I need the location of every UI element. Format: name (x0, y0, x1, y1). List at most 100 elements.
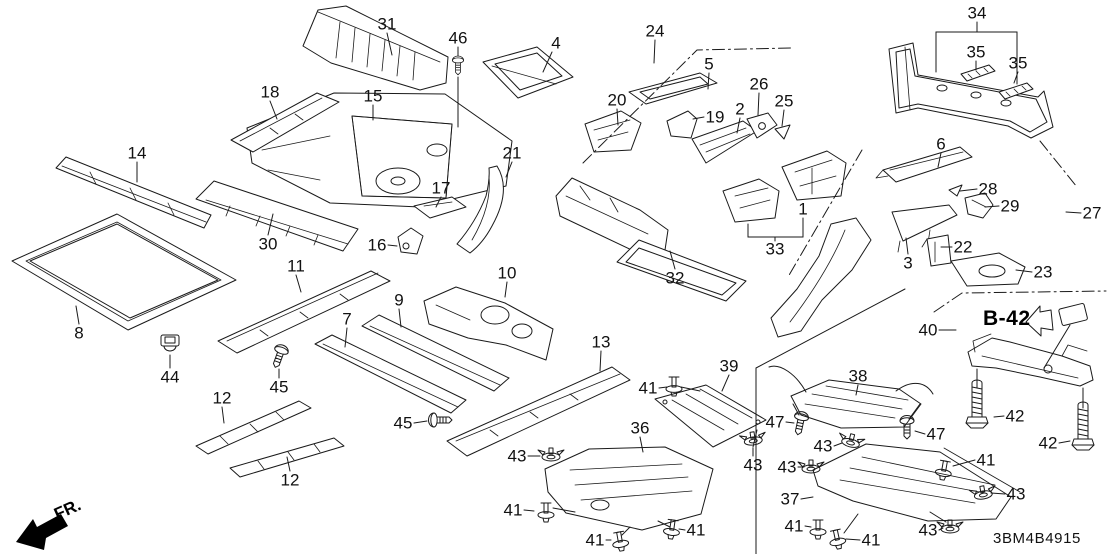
part-number-label-20: 20 (607, 90, 627, 110)
part-number-label-1: 1 (798, 199, 808, 219)
clip-41-icon (809, 519, 827, 540)
part-36-floor-under-cover (544, 446, 714, 531)
part-number-label-22: 22 (953, 237, 973, 257)
part-number-label-21: 21 (502, 143, 522, 163)
screw-45-icon (268, 342, 291, 371)
part-number-label-41: 41 (585, 530, 605, 550)
part-number-label-41: 41 (503, 500, 523, 520)
screw-45-icon (428, 412, 453, 428)
part-8-front-floor-panel (11, 213, 237, 331)
part-6-rear-floor-side-strip (875, 146, 973, 183)
part-number-label-43: 43 (813, 436, 833, 456)
part-number-label-25: 25 (774, 91, 794, 111)
part-13-side-sill-rail (446, 366, 631, 457)
part-29-bracket (964, 192, 994, 219)
part-33-bracket-boxes (722, 150, 847, 223)
part-number-label-43: 43 (918, 520, 938, 540)
part-number-label-16: 16 (367, 235, 387, 255)
part-34-rear-panel (888, 42, 1054, 139)
part-number-label-17: 17 (431, 178, 451, 198)
part-number-label-35: 35 (966, 42, 986, 62)
part-number-label-6: 6 (936, 134, 946, 154)
part-number-label-47: 47 (926, 424, 946, 444)
part-number-label-10: 10 (497, 263, 517, 283)
part-number-label-34: 34 (967, 3, 987, 23)
diagram-code: 3BM4B4915 (993, 530, 1081, 547)
part-number-label-41: 41 (686, 520, 706, 540)
part-10-rear-floor-crossmember (423, 286, 554, 361)
part-number-label-41: 41 (861, 530, 881, 550)
part-4-floor-plate (482, 46, 574, 99)
part-14-crossmember-strip (55, 156, 212, 229)
part-number-label-33: 33 (765, 239, 785, 259)
part-number-label-42: 42 (1005, 406, 1025, 426)
part-number-label-36: 36 (630, 418, 650, 438)
part-number-label-2: 2 (735, 99, 745, 119)
part-22-bracket (921, 234, 952, 267)
part-21-wheelhouse-bracket (456, 165, 504, 254)
clip-41-icon (827, 528, 848, 551)
part-28-clip-bracket (948, 184, 963, 197)
clip-43-icon (738, 429, 768, 448)
rear-frame-assembly-left (555, 177, 669, 253)
part-number-label-47: 47 (765, 412, 785, 432)
callout-lines (75, 21, 1107, 554)
part-number-label-45: 45 (393, 413, 413, 433)
part-number-label-24: 24 (645, 21, 665, 41)
part-23-plate (950, 252, 1026, 287)
part-number-label-23: 23 (1033, 262, 1053, 282)
part-number-label-32: 32 (665, 268, 685, 288)
clipnut-44-icon (160, 334, 180, 352)
part-35-gusset-strips (960, 64, 1034, 100)
section-ref-arrow (1025, 303, 1088, 337)
part-number-label-41: 41 (638, 378, 658, 398)
part-15-rear-floor-panel (246, 92, 513, 208)
part-40-jack-bracket-assembly (967, 333, 1094, 387)
part-31-rear-upper-crossmember (302, 5, 449, 91)
part-30-rear-crossmember (195, 180, 359, 252)
part-18-rear-frame-rail (230, 92, 340, 153)
rear-frame-assembly-right (770, 217, 872, 338)
part-number-label-43: 43 (1006, 484, 1026, 504)
part-number-label-8: 8 (74, 323, 84, 343)
part-number-label-13: 13 (591, 332, 611, 352)
part-32-floor-stiffener (616, 239, 747, 302)
part-number-label-31: 31 (377, 14, 397, 34)
front-direction-arrow-icon (16, 514, 68, 550)
part-11-side-sill-rail (217, 270, 391, 354)
part-number-label-5: 5 (704, 54, 714, 74)
part-number-label-39: 39 (719, 356, 739, 376)
part-39-floor-under-cover-small (654, 384, 767, 448)
clip-41-icon (610, 530, 631, 553)
part-number-label-35: 35 (1008, 53, 1028, 73)
clip-43-icon (537, 447, 565, 462)
clip-43-icon (936, 519, 964, 534)
part-number-label-46: 46 (448, 28, 468, 48)
part-number-label-14: 14 (127, 143, 147, 163)
part-number-label-43: 43 (777, 457, 797, 477)
part-number-label-45: 45 (269, 377, 289, 397)
part-number-label-15: 15 (363, 86, 383, 106)
part-number-label-18: 18 (260, 82, 280, 102)
part-24-group-parts (584, 72, 791, 164)
part-number-label-30: 30 (258, 234, 278, 254)
part-12-sill-stiffener-front (195, 400, 312, 455)
part-number-label-11: 11 (287, 256, 305, 276)
clip-41-icon (537, 502, 555, 523)
part-number-label-7: 7 (342, 309, 352, 329)
part-16-bracket (397, 227, 424, 255)
part-number-label-12: 12 (212, 388, 232, 408)
part-number-label-4: 4 (551, 33, 561, 53)
part-number-label-40: 40 (918, 320, 938, 340)
part-number-label-43: 43 (743, 455, 763, 475)
part-number-label-42: 42 (1038, 433, 1058, 453)
part-number-label-41: 41 (976, 450, 996, 470)
part-number-label-12: 12 (280, 470, 300, 490)
part-number-label-26: 26 (749, 74, 769, 94)
part-number-label-9: 9 (394, 290, 404, 310)
bolt-42-icon (1071, 401, 1095, 451)
section-ref-label[interactable]: B-42 (983, 307, 1031, 330)
part-7-floor-crossmember (314, 334, 467, 414)
